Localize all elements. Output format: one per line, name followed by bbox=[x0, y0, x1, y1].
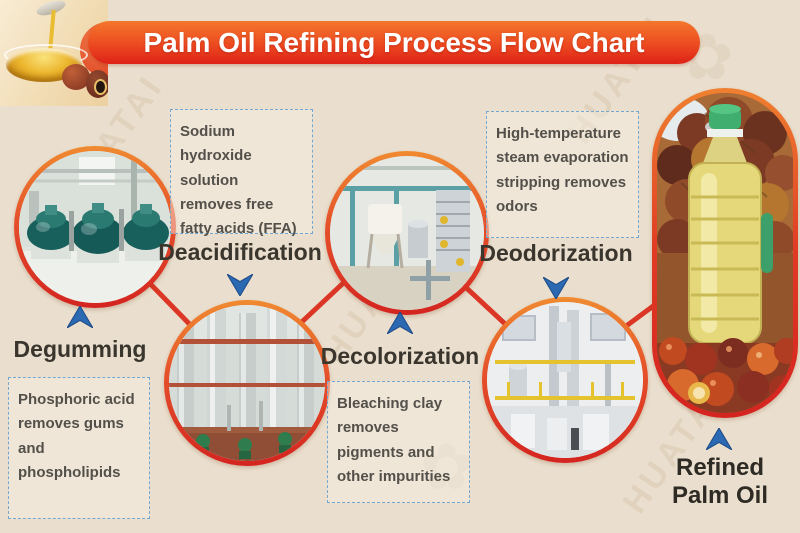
deacidification-machine-illustration bbox=[169, 305, 325, 461]
step-label-decolorization: Decolorization bbox=[320, 343, 480, 369]
refined-palm-oil-bottle-illustration bbox=[657, 93, 793, 413]
flow-down-arrow-icon bbox=[227, 274, 253, 296]
step-description-decolorization: Bleaching clay removes pigments and othe… bbox=[327, 381, 470, 503]
decolorization-photo-circle bbox=[325, 151, 489, 315]
step-description-deacidification: Sodium hydroxide solution removes free f… bbox=[170, 109, 313, 237]
palm-fruit-icon bbox=[62, 64, 90, 90]
title-banner: Palm Oil Refining Process Flow Chart bbox=[88, 21, 700, 64]
output-label-refined-palm-oil: Refined Palm Oil bbox=[671, 454, 769, 510]
step-label-degumming: Degumming bbox=[13, 336, 147, 362]
step-description-deodorization: High-temperature steam evaporation strip… bbox=[486, 111, 639, 238]
deodorization-photo-circle bbox=[482, 297, 648, 463]
step-label-deodorization: Deodorization bbox=[479, 240, 633, 266]
step-description-degumming: Phosphoric acid removes gums and phospho… bbox=[8, 377, 150, 519]
refined-oil-photo-capsule bbox=[652, 88, 798, 418]
palm-fruit-cut-icon bbox=[86, 70, 108, 98]
degumming-photo-circle bbox=[14, 146, 176, 308]
flow-down-arrow-icon bbox=[543, 277, 569, 299]
deacidification-photo-circle bbox=[164, 300, 330, 466]
deodorization-machine-illustration bbox=[487, 302, 643, 458]
page-title: Palm Oil Refining Process Flow Chart bbox=[143, 26, 645, 58]
degumming-machine-illustration bbox=[19, 151, 171, 303]
step-label-deacidification: Deacidification bbox=[158, 239, 322, 265]
flow-up-arrow-icon bbox=[706, 428, 732, 450]
decolorization-machine-illustration bbox=[330, 156, 484, 310]
flow-up-arrow-icon bbox=[67, 306, 93, 328]
flow-up-arrow-icon bbox=[387, 312, 413, 334]
